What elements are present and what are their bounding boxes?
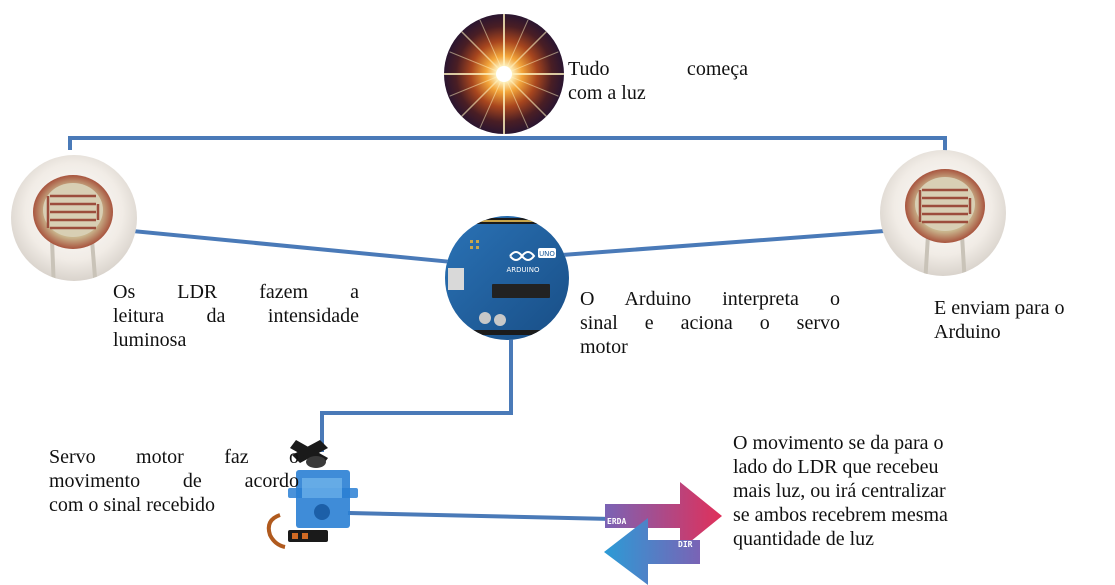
servo-motor-image [266, 440, 358, 549]
ldr-sensor-left-image [11, 155, 137, 281]
arduino-caption: O Arduino interpreta o sinal e aciona o … [580, 288, 840, 358]
arrow-label-left: ERDA [607, 517, 626, 526]
arrow-label-right: DIR [678, 540, 693, 549]
connectors [68, 136, 947, 522]
movement-caption: O movimento se da para o lado do LDR que… [733, 432, 948, 550]
direction-arrows-icon: ERDA DIR [604, 482, 722, 585]
arduino-board-image: UNO ARDUINO [445, 216, 569, 340]
connector-arduino-to-servo [320, 336, 513, 452]
arduino-uno-badge: UNO [539, 250, 555, 258]
connector-top-bar [68, 136, 947, 152]
arrow-left-icon [604, 518, 700, 585]
ldr-right-caption: E enviam para o Arduino [934, 297, 1065, 343]
connector-ldr-left-to-arduino [129, 228, 455, 265]
ldr-sensor-right-image [880, 150, 1006, 276]
connector-servo-to-arrows [347, 510, 613, 522]
light-burst-image [444, 14, 564, 134]
servo-caption: Servo motor faz o movimento de acordo co… [49, 446, 299, 516]
ldr-left-caption: Os LDR fazem a leitura da intensidade lu… [113, 281, 359, 351]
connector-ldr-right-to-arduino [559, 228, 887, 258]
light-caption: Tudo começa com a luz [568, 58, 748, 104]
arduino-logo-text: ARDUINO [507, 266, 540, 274]
arrow-right-icon [605, 482, 722, 550]
